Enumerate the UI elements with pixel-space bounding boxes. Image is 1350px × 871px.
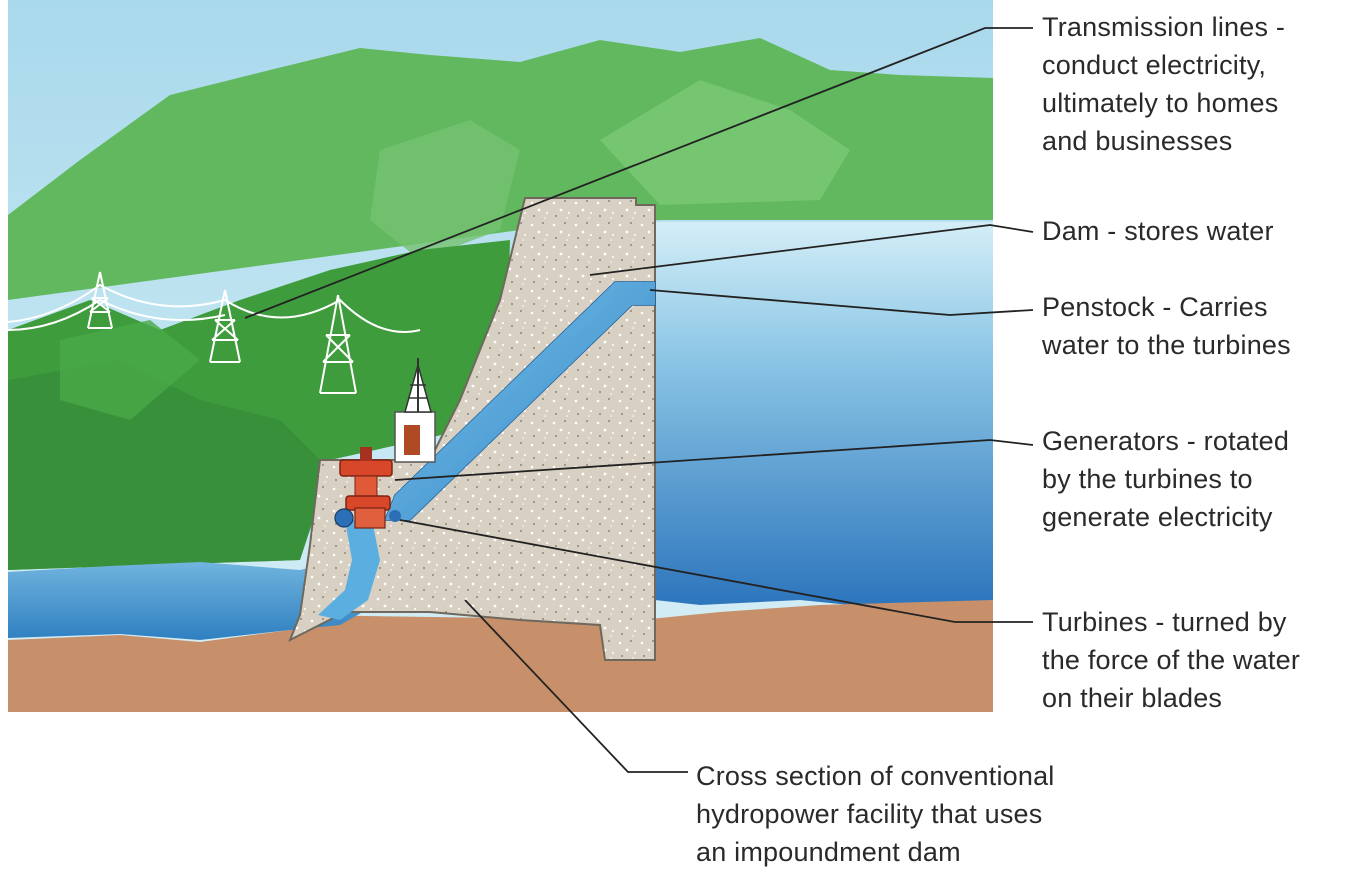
reservoir: [655, 222, 993, 610]
label-line: generate electricity: [1042, 502, 1273, 532]
draft-tube: [318, 520, 380, 620]
label-line: water to the turbines: [1042, 330, 1291, 360]
illustration: [7, 0, 993, 712]
label-cross-section: Cross section of conventional hydropower…: [696, 757, 1055, 871]
label-line: on their blades: [1042, 683, 1223, 713]
label-line: ultimately to homes: [1042, 88, 1279, 118]
leader-lines: [244, 27, 1034, 773]
penstock-pipe: [385, 282, 655, 520]
label-transmission-lines: Transmission lines - conduct electricity…: [1042, 8, 1285, 160]
label-line: conduct electricity,: [1042, 50, 1267, 80]
label-line: Turbines - turned by: [1042, 607, 1287, 637]
label-line: Transmission lines -: [1042, 12, 1286, 42]
label-line: Generators - rotated: [1042, 426, 1290, 456]
leader-turbines: [399, 519, 1033, 623]
hill-light: [60, 320, 200, 420]
label-line: the force of the water: [1042, 645, 1301, 675]
label-line: hydropower facility that uses: [696, 799, 1043, 829]
label-line: by the turbines to: [1042, 464, 1253, 494]
powerhouse: [394, 358, 436, 463]
label-line: Cross section of conventional: [696, 761, 1055, 791]
turbine: [334, 507, 401, 529]
mountain-highlight: [600, 80, 850, 205]
generator: [339, 447, 393, 511]
label-line: Penstock - Carries: [1042, 292, 1268, 322]
hill-shade: [8, 360, 330, 570]
label-penstock: Penstock - Carries water to the turbines: [1042, 288, 1291, 364]
transmission-towers: [7, 271, 421, 394]
label-generators: Generators - rotated by the turbines to …: [1042, 422, 1289, 536]
river: [8, 545, 395, 640]
label-line: Dam - stores water: [1042, 216, 1274, 246]
label-dam: Dam - stores water: [1042, 212, 1274, 250]
label-turbines: Turbines - turned by the force of the wa…: [1042, 603, 1300, 717]
leader-generators: [394, 439, 1034, 481]
label-line: an impoundment dam: [696, 837, 961, 867]
label-line: and businesses: [1042, 126, 1233, 156]
ground: [8, 600, 993, 712]
leader-penstock: [649, 289, 1034, 316]
leader-transmission: [244, 27, 1033, 319]
leader-cross: [464, 599, 688, 773]
leader-dam: [589, 224, 1034, 276]
